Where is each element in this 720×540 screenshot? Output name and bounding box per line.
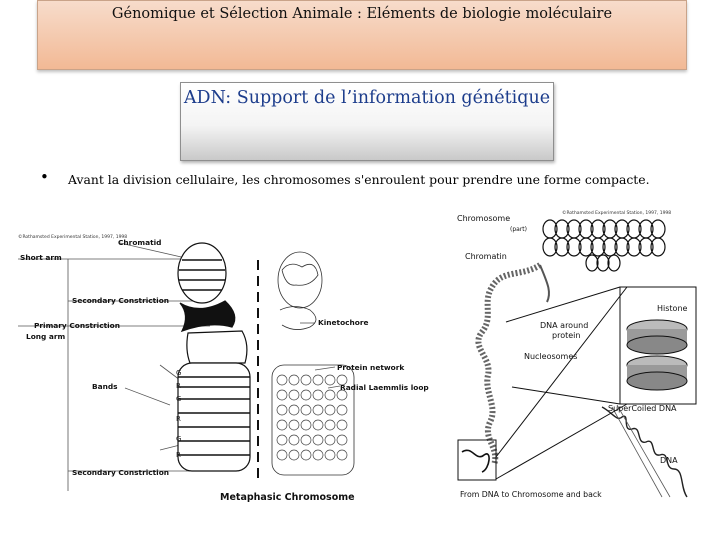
label-secondary-constriction-bottom: Secondary Constriction xyxy=(72,468,169,477)
slide-header-title: Génomique et Sélection Animale : Elément… xyxy=(111,6,613,22)
dna-to-chromosome-figure: ©Rothamsted Experimental Station, 1997, … xyxy=(457,209,697,499)
band-letter: R xyxy=(176,382,181,390)
label-chromatid: Chromatid xyxy=(118,238,161,247)
label-kinetochore: Kinetochore xyxy=(318,318,369,327)
figure-caption-left: Metaphasic Chromosome xyxy=(220,492,355,503)
bullet-icon: • xyxy=(40,168,49,186)
label-dna-around-2: protein xyxy=(552,331,580,340)
figure-caption-right: From DNA to Chromosome and back xyxy=(460,490,602,499)
label-chromosome: Chromosome xyxy=(457,214,510,223)
label-supercoiled-dna: SuperCoiled DNA xyxy=(608,404,677,413)
metaphasic-chromosome-figure: ©Rothamsted Experimental Station, 1997, … xyxy=(18,233,429,503)
band-letter: G xyxy=(176,369,181,377)
label-dna-around-1: DNA around xyxy=(540,321,588,330)
figure-credit-left: ©Rothamsted Experimental Station, 1997, … xyxy=(18,233,127,240)
label-chromatin: Chromatin xyxy=(465,252,507,261)
label-bands: Bands xyxy=(92,382,118,391)
label-dna: DNA xyxy=(660,456,678,465)
label-long-arm: Long arm xyxy=(26,332,66,341)
label-histone: Histone xyxy=(657,304,688,313)
slide-title: ADN: Support de l’information génétique xyxy=(183,88,551,108)
label-part: (part) xyxy=(510,226,527,233)
bullet-text: Avant la division cellulaire, les chromo… xyxy=(68,172,650,187)
figure-credit-right: ©Rothamsted Experimental Station, 1997, … xyxy=(562,209,671,216)
header-band: Génomique et Sélection Animale : Elément… xyxy=(37,0,687,70)
band-letter: G xyxy=(176,395,181,403)
band-letter: G xyxy=(176,435,181,443)
label-nucleosomes: Nucleosomes xyxy=(524,352,577,361)
label-primary-constriction: Primary Constriction xyxy=(34,321,120,330)
label-short-arm: Short arm xyxy=(20,253,62,262)
slide-title-box: ADN: Support de l’information génétique xyxy=(180,82,554,161)
label-secondary-constriction-top: Secondary Constriction xyxy=(72,296,169,305)
label-radial-loop: Radial Laemmlis loop xyxy=(340,383,429,392)
band-letter: R xyxy=(176,451,181,459)
band-letter: R xyxy=(176,415,181,423)
label-protein-network: Protein network xyxy=(337,363,405,372)
